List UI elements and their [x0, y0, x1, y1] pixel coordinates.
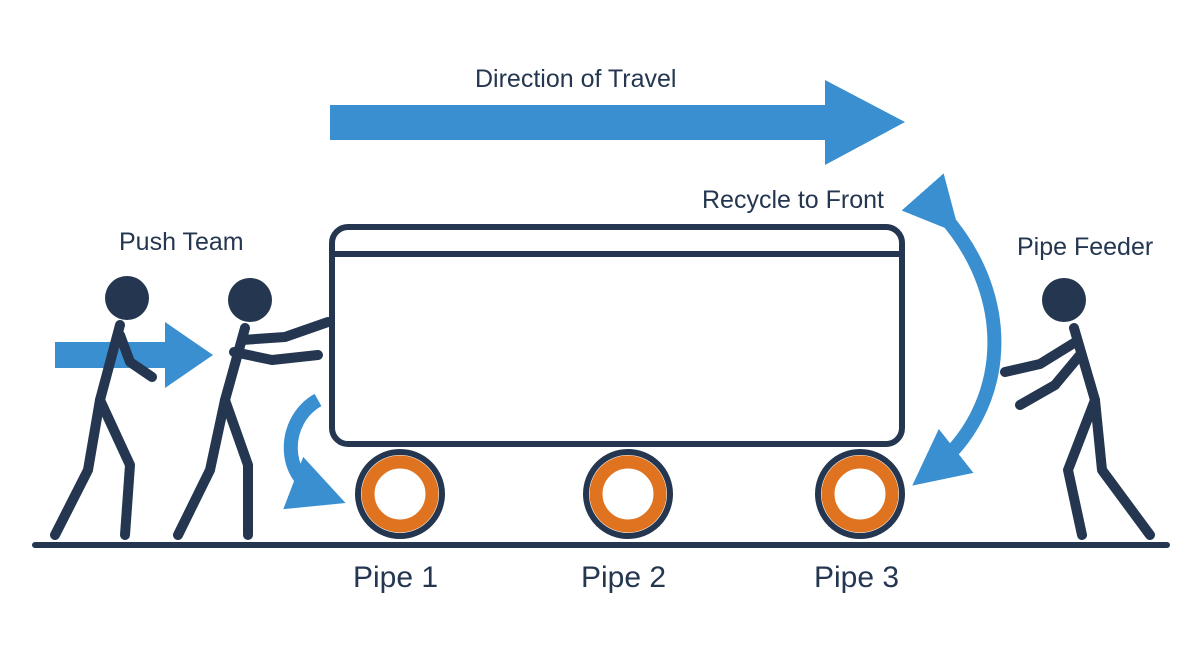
pipe-3-label: Pipe 3 — [814, 561, 900, 594]
push-team-person-1 — [50, 276, 157, 540]
pipe-feeder-label: Pipe Feeder — [1017, 233, 1154, 261]
load-platform — [329, 224, 905, 447]
recycle-to-front-label: Recycle to Front — [702, 186, 885, 214]
direction-of-travel-arrow — [330, 80, 905, 165]
direction-of-travel-label: Direction of Travel — [475, 65, 677, 93]
push-team-person-2 — [173, 278, 333, 540]
pipe-3 — [815, 449, 905, 539]
pipe-1 — [355, 449, 445, 539]
pipe-2-label: Pipe 2 — [581, 561, 667, 594]
pipe-feeder-person — [1000, 278, 1155, 540]
pipe-2 — [583, 449, 673, 539]
pipe-1-label: Pipe 1 — [353, 561, 439, 594]
push-team-label: Push Team — [119, 228, 244, 256]
push-arrow — [55, 322, 213, 388]
recycle-arrow — [901, 173, 1002, 486]
pipe-insert-arrow — [283, 393, 346, 510]
